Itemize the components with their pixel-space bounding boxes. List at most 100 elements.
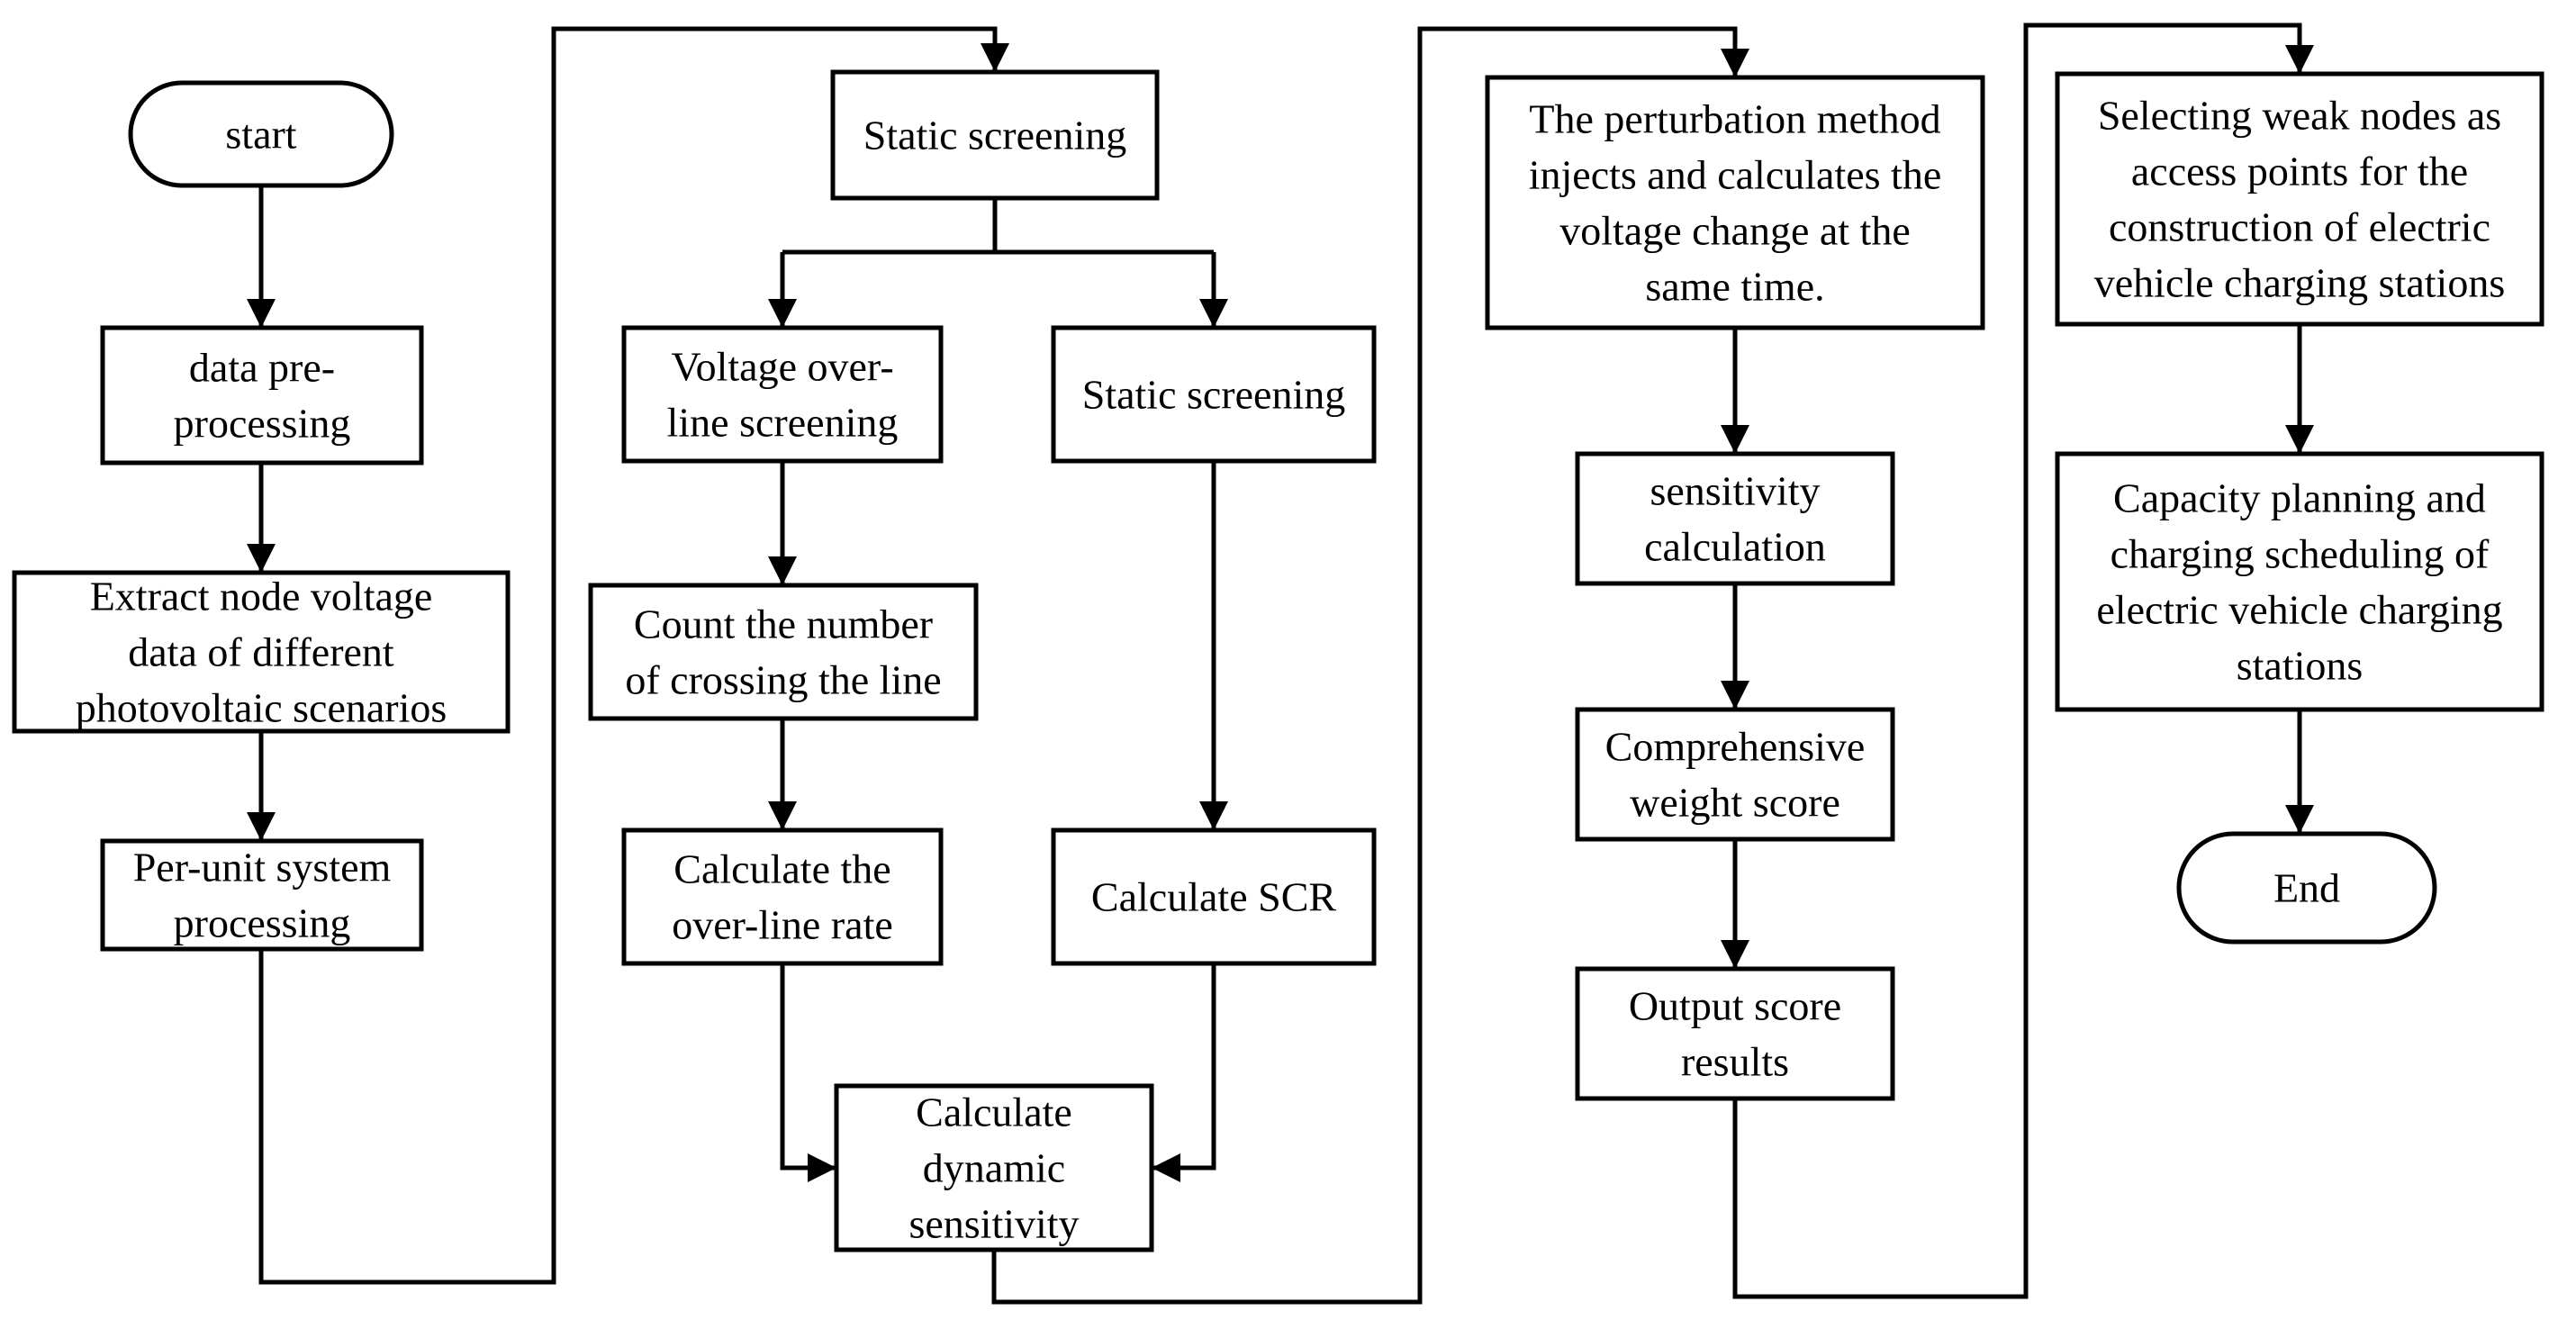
node-capacity: Capacity planning and charging scheduling… xyxy=(2055,451,2544,712)
node-label-line: Selecting weak nodes as xyxy=(2098,93,2501,139)
node-label-line: results xyxy=(1681,1039,1789,1085)
node-label-line: injects and calculates the xyxy=(1529,152,1942,198)
arrowhead xyxy=(1721,681,1749,710)
node-label-line: same time. xyxy=(1645,264,1824,310)
node-label-line: over-line rate xyxy=(672,902,893,948)
connector-line xyxy=(991,26,1738,1305)
node-output: Output score results xyxy=(1575,966,1895,1101)
node-label-line: Count the number xyxy=(634,601,933,647)
node-label-line: Per-unit system xyxy=(133,845,392,891)
node-label-line: processing xyxy=(174,900,351,946)
arrowhead xyxy=(981,43,1009,72)
node-shape xyxy=(1051,827,1377,966)
node-shape xyxy=(12,570,511,734)
node-label-line: of crossing the line xyxy=(625,657,941,703)
node-label-line: voltage change at the xyxy=(1559,208,1911,254)
node-shape xyxy=(2176,831,2437,945)
node-label-line: access points for the xyxy=(2131,149,2468,194)
node-preprocess: data pre-processing xyxy=(100,325,424,466)
node-label-line: data pre- xyxy=(189,345,335,391)
node-comprehensive: Comprehensive weight score xyxy=(1575,707,1895,842)
node-label-line: Voltage over- xyxy=(671,344,893,390)
node-shape xyxy=(1575,451,1895,586)
node-shape xyxy=(100,838,424,952)
node-extract: Extract node voltage data of different pho… xyxy=(12,570,511,734)
node-label-line: sensitivity xyxy=(908,1201,1079,1247)
node-shape xyxy=(1485,75,1985,330)
node-label-line: sensitivity xyxy=(1650,468,1820,514)
node-label-line: Calculate SCR xyxy=(1091,874,1336,920)
connector-line xyxy=(258,26,998,1285)
node-label-line: Static screening xyxy=(863,113,1127,158)
node-label-line: Output score xyxy=(1629,983,1841,1029)
node-shape xyxy=(834,1083,1154,1252)
node-label-line: photovoltaic scenarios xyxy=(76,685,447,731)
node-voltage-screen: Voltage over-line screening xyxy=(621,325,944,464)
node-label-line: calculation xyxy=(1644,524,1826,570)
node-shape xyxy=(2055,451,2544,712)
arrowhead xyxy=(2285,45,2314,74)
node-shape xyxy=(1575,707,1895,842)
arrowhead xyxy=(247,812,276,841)
node-label-line: vehicle charging stations xyxy=(2094,260,2505,306)
node-perunit: Per-unit system processing xyxy=(100,838,424,952)
node-end: End xyxy=(2176,831,2437,945)
node-dynamic: Calculate dynamic sensitivity xyxy=(834,1083,1154,1252)
connector-line xyxy=(1732,23,2302,1299)
node-static-right: Static screening xyxy=(1051,325,1377,464)
node-label-line: start xyxy=(225,112,296,158)
node-shape xyxy=(621,827,944,966)
node-shape xyxy=(1575,966,1895,1101)
node-shape xyxy=(1051,325,1377,464)
arrowhead xyxy=(1152,1153,1180,1182)
arrowhead xyxy=(1721,49,1749,77)
node-start: start xyxy=(128,80,394,188)
arrowhead xyxy=(2285,425,2314,454)
node-label-line: dynamic xyxy=(923,1145,1065,1191)
node-label-line: charging scheduling of xyxy=(2111,531,2490,577)
node-label-line: Comprehensive xyxy=(1605,724,1866,770)
node-overline-rate: Calculate the over-line rate xyxy=(621,827,944,966)
node-select-weak: Selecting weak nodes as access points for… xyxy=(2055,71,2544,327)
arrowhead xyxy=(808,1153,836,1182)
node-sensitivity: sensitivity calculation xyxy=(1575,451,1895,586)
arrowhead xyxy=(768,556,797,585)
node-label-line: electric vehicle charging xyxy=(2096,587,2502,633)
connector-line xyxy=(1152,963,1216,1171)
arrowhead xyxy=(768,801,797,830)
node-perturb: The perturbation method injects and calcu… xyxy=(1485,75,1985,330)
node-label-line: Capacity planning and xyxy=(2113,475,2486,521)
arrowhead xyxy=(1721,425,1749,454)
node-scr: Calculate SCR xyxy=(1051,827,1377,966)
node-label-line: Static screening xyxy=(1082,372,1346,418)
arrowhead xyxy=(768,299,797,328)
node-shape xyxy=(588,583,979,721)
connector-line xyxy=(780,963,836,1171)
node-label-line: stations xyxy=(2237,643,2364,689)
node-label-line: The perturbation method xyxy=(1529,96,1940,142)
node-label-line: Calculate xyxy=(916,1089,1072,1135)
node-shape xyxy=(128,80,394,188)
node-label-line: End xyxy=(2273,865,2340,911)
arrowhead xyxy=(247,299,276,328)
node-static-top: Static screening xyxy=(830,69,1160,201)
node-label-line: processing xyxy=(174,401,351,447)
node-count: Count the number of crossing the line xyxy=(588,583,979,721)
arrowhead xyxy=(1199,299,1228,328)
node-shape xyxy=(830,69,1160,201)
node-label-line: Extract node voltage xyxy=(90,574,433,619)
node-shape xyxy=(2055,71,2544,327)
arrowhead xyxy=(1721,940,1749,969)
node-label-line: data of different xyxy=(128,629,394,675)
arrowhead xyxy=(1199,801,1228,830)
node-shape xyxy=(621,325,944,464)
arrowhead xyxy=(2285,805,2314,834)
node-label-line: weight score xyxy=(1630,780,1840,826)
arrowhead xyxy=(247,544,276,573)
connectors xyxy=(247,23,2314,1305)
node-label-line: Calculate the xyxy=(673,846,890,892)
node-label-line: line screening xyxy=(667,400,899,446)
node-shape xyxy=(100,325,424,466)
